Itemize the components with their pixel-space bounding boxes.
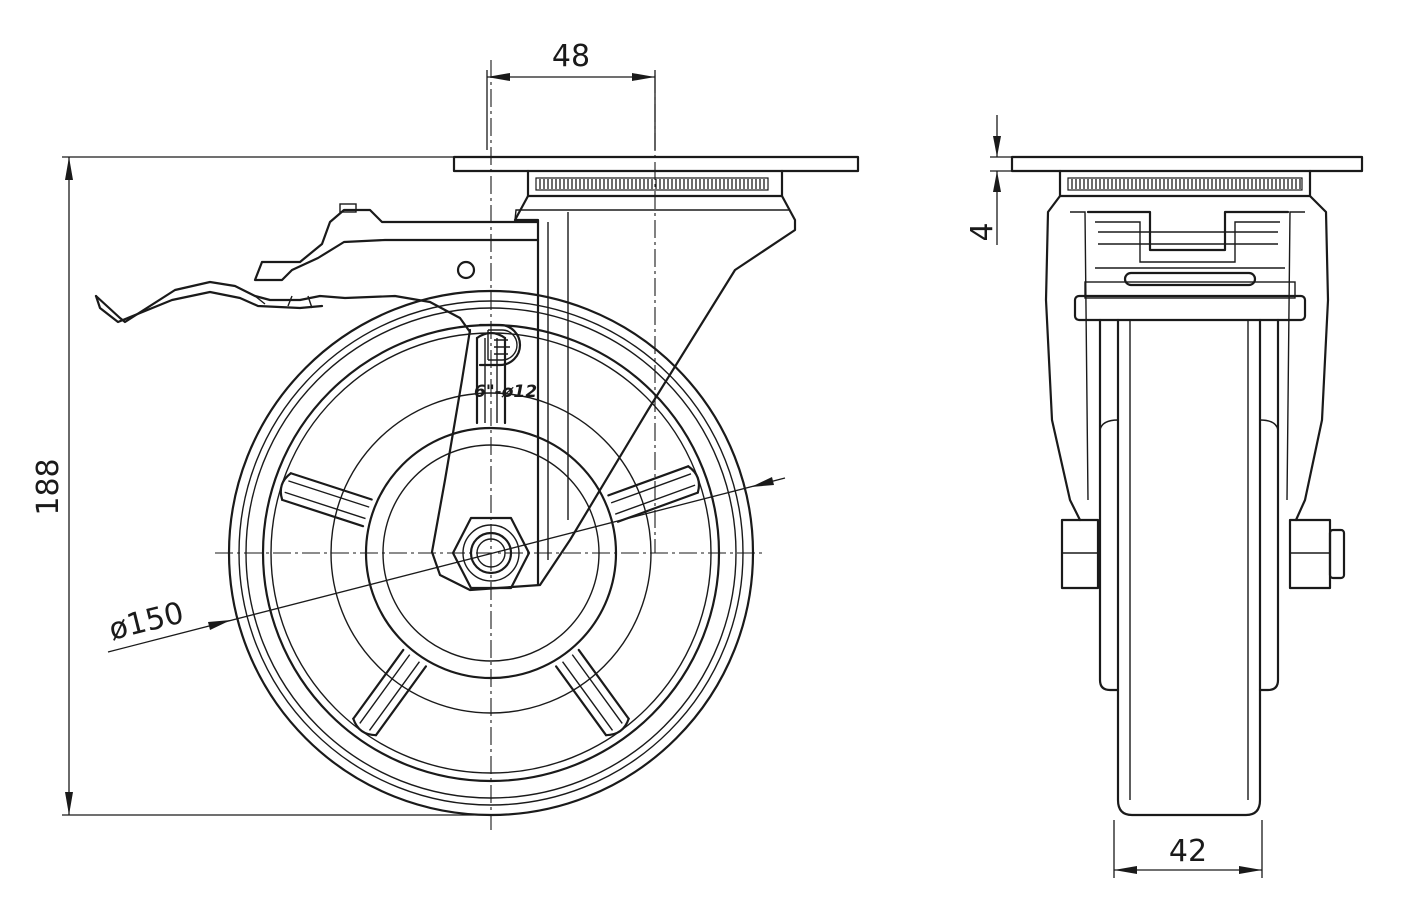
wheel-spoke: [554, 648, 630, 737]
front-swivel-bearing: [1058, 169, 1312, 198]
letter-d-logo-icon: [478, 323, 522, 367]
dimension-48-label: 48: [552, 39, 590, 74]
front-fork: [1044, 194, 1330, 522]
side-view: 6"-ø12 48 188 ø150: [31, 39, 860, 830]
wheel-spoke: [279, 472, 373, 528]
dimension-188-label: 188: [31, 458, 66, 515]
brake-lever: [94, 203, 540, 334]
swivel-bearing: [526, 169, 784, 198]
dimension-4-label: 4: [965, 222, 1000, 241]
fork: [430, 194, 797, 592]
dimension-188: 188: [31, 156, 491, 816]
wheel-spoke: [607, 465, 701, 523]
front-brake-shoe: [1073, 267, 1307, 322]
rivet-hole: [456, 260, 476, 280]
front-top-plate: [1010, 155, 1364, 173]
front-wheel: [1098, 318, 1280, 817]
wheel-spoke: [352, 648, 428, 737]
wheel-spokes: [279, 331, 701, 737]
front-axle-bolt: [1060, 518, 1346, 590]
wheel-spoke: [475, 331, 507, 425]
dimension-48: 48: [486, 39, 656, 150]
hub-marking: 6"-ø12: [474, 382, 537, 402]
dimension-4: 4: [965, 115, 1012, 245]
dimension-diameter-150: ø150: [105, 477, 786, 653]
front-view: 4 42: [965, 115, 1364, 878]
dimension-42: 42: [1113, 820, 1263, 878]
dimension-42-label: 42: [1169, 834, 1207, 869]
top-plate: [452, 155, 860, 173]
dimension-diameter-label: ø150: [105, 596, 187, 648]
